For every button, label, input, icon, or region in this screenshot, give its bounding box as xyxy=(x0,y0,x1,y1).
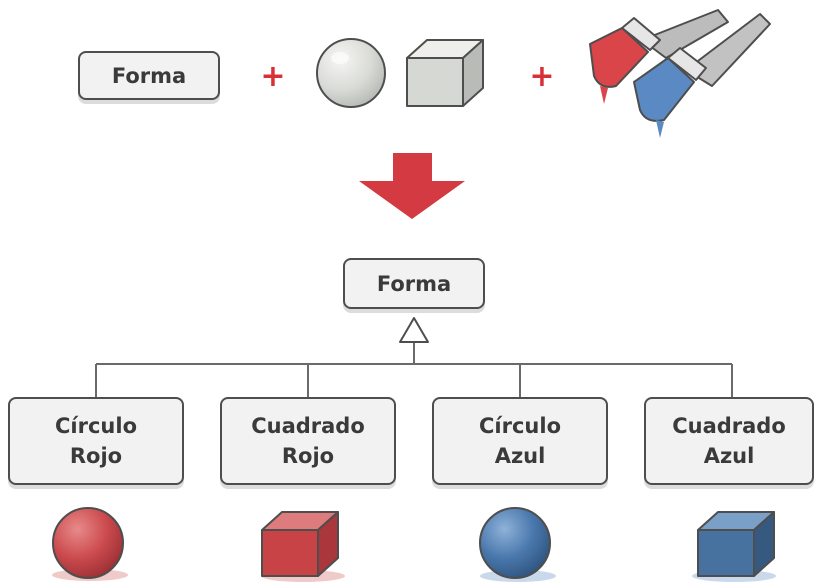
shape-class-box: Forma xyxy=(78,51,220,100)
plus-sign: + xyxy=(529,59,555,94)
subclass-label-line1: Círculo xyxy=(55,414,137,438)
parent-class-box: Forma xyxy=(343,258,485,309)
subclass-box: Círculo Rojo xyxy=(8,397,184,485)
shape-class-label: Forma xyxy=(111,63,187,88)
subclass-box: Cuadrado Azul xyxy=(644,397,814,485)
sphere-icon xyxy=(316,38,386,108)
red-cube-icon xyxy=(261,511,345,582)
subclass-label-line2: Rojo xyxy=(281,444,335,468)
down-arrow-icon xyxy=(359,153,465,219)
blue-paintbrush-icon xyxy=(633,13,771,138)
subclass-label-line1: Cuadrado xyxy=(672,414,786,438)
inheritance-arrow-icon xyxy=(399,317,429,343)
subclass-label-line2: Rojo xyxy=(69,444,123,468)
subclass-label-line2: Azul xyxy=(494,444,546,468)
red-paintbrush-icon xyxy=(589,9,729,104)
subclass-box: Cuadrado Rojo xyxy=(220,397,396,485)
blue-cube-icon xyxy=(692,511,776,582)
parent-class-label: Forma xyxy=(376,271,452,296)
cube-icon xyxy=(406,39,484,107)
subclass-box: Círculo Azul xyxy=(432,397,608,485)
subclass-label-line1: Círculo xyxy=(479,414,561,438)
blue-sphere-icon xyxy=(479,507,556,582)
inheritance-connectors xyxy=(95,342,733,398)
plus-sign: + xyxy=(260,59,286,94)
subclass-label-line2: Azul xyxy=(703,444,755,468)
red-sphere-icon xyxy=(52,507,128,581)
subclass-label-line1: Cuadrado xyxy=(251,414,365,438)
